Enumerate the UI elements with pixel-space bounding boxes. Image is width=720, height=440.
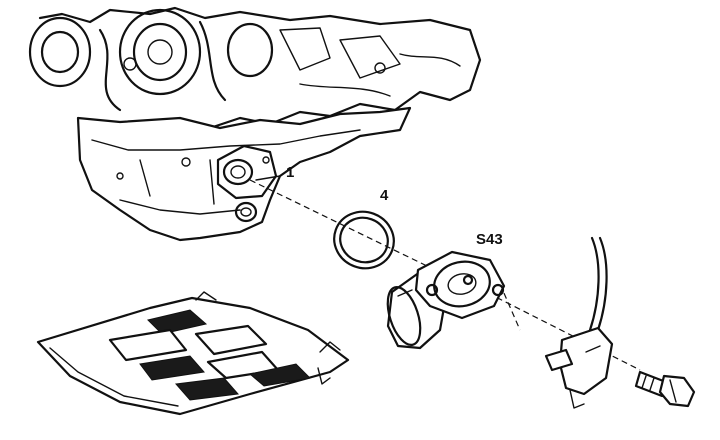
leader-lines [255, 175, 281, 181]
sensor-connector [544, 236, 614, 409]
o-ring-seal [333, 210, 395, 270]
part-1-label: 1 [286, 164, 295, 181]
mounting-bolt [634, 370, 696, 408]
engine-block [28, 6, 482, 242]
oil-level-sensor [386, 250, 506, 350]
oil-pan-baffle [36, 291, 350, 416]
part-4-label: 4 [380, 187, 389, 204]
part-s43-label: S43 [476, 231, 503, 248]
